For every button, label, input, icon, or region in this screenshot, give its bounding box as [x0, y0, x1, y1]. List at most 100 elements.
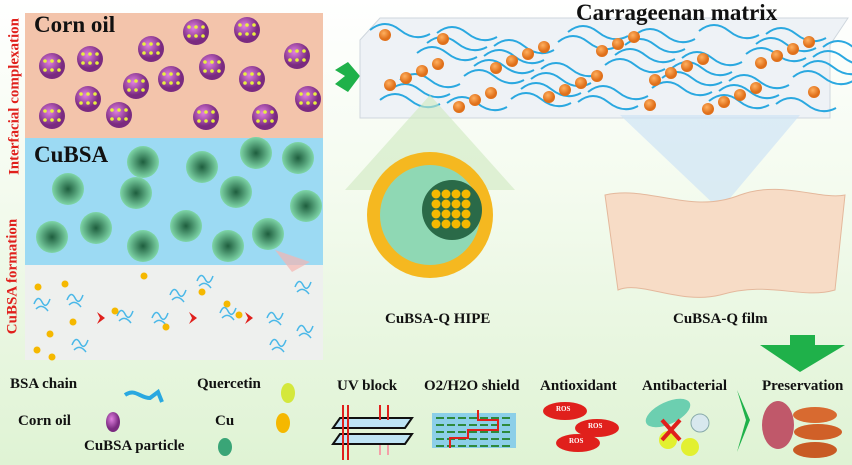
hipe-droplet-dot: [808, 86, 820, 98]
legend-bsa-chain: BSA chain: [10, 376, 78, 392]
cu-dot: [46, 330, 54, 338]
quercetin-dot: [187, 25, 191, 29]
cubsa-particle: [220, 176, 252, 208]
carrageenan-chain: [671, 61, 733, 77]
hipe-droplet-dot: [803, 36, 815, 48]
bsa-chain: [296, 324, 314, 339]
carrageenan-chain: [604, 58, 666, 74]
carrageenan-chain: [473, 59, 535, 75]
quercetin-dot: [141, 79, 145, 83]
quercetin-dot: [295, 58, 299, 62]
cu-dot: [431, 199, 441, 209]
cubsa-particle: [120, 177, 152, 209]
cubsa-label: CuBSA: [34, 142, 109, 167]
quercetin-dot: [162, 81, 166, 85]
quercetin-dot: [270, 110, 274, 114]
cu-dot: [461, 189, 471, 199]
hipe-droplet-dot: [628, 31, 640, 43]
hipe-droplet-dot: [697, 53, 709, 65]
quercetin-dot: [256, 110, 260, 114]
quercetin-dot: [204, 119, 208, 123]
quercetin-dot: [252, 23, 256, 27]
carrageenan-chain: [792, 70, 852, 86]
quercetin-dot: [57, 118, 61, 122]
carrageenan-chain: [557, 35, 619, 51]
cubsa-particle: [127, 146, 159, 178]
quercetin-dot: [263, 110, 267, 114]
matrix-title: Carrageenan matrix: [576, 0, 778, 25]
quercetin-dot: [197, 119, 201, 123]
hipe-droplet-dot: [469, 94, 481, 106]
quercetin-dot: [81, 61, 85, 65]
quercetin-dot: [204, 110, 208, 114]
side-label-formation: CuBSA formation: [4, 218, 21, 335]
cubsa-particle: [127, 230, 159, 262]
carrageenan-chain: [775, 97, 837, 113]
cu-dot: [33, 346, 41, 354]
carrageenan-chain: [369, 23, 431, 39]
quercetin-dot: [117, 117, 121, 121]
oil-droplet: [138, 36, 164, 62]
carrageenan-chain: [718, 84, 780, 100]
quercetin-dot: [57, 68, 61, 72]
oil-droplet: [183, 19, 209, 45]
quercetin-dot: [201, 25, 205, 29]
quercetin-dot: [149, 42, 153, 46]
cu-dot: [461, 199, 471, 209]
carrageenan-chain: [698, 24, 760, 40]
hipe-droplet-dot: [612, 38, 624, 50]
matrix-network: [369, 23, 852, 115]
prop-preservation: Preservation: [762, 378, 844, 394]
oil-droplets: [39, 17, 321, 130]
hipe-droplet-dot: [400, 72, 412, 84]
oil-droplet: [106, 102, 132, 128]
quercetin-dot: [245, 32, 249, 36]
hipe-droplet-dot: [379, 29, 391, 41]
quercetin-dot: [149, 51, 153, 55]
cubsa-particle-icon: [218, 438, 232, 456]
quercetin-dot: [50, 68, 54, 72]
hipe-droplet-dot: [490, 62, 502, 74]
cubsa-particle: [186, 151, 218, 183]
carrageenan-chain: [708, 94, 770, 110]
hipe-droplet: [367, 152, 493, 278]
quercetin-dot: [134, 88, 138, 92]
quercetin-dot: [43, 118, 47, 122]
cu-dot: [441, 189, 451, 199]
legend-corn-oil: Corn oil: [18, 413, 71, 429]
hipe-droplet-dot: [453, 101, 465, 113]
quercetin-dot: [201, 34, 205, 38]
cu-dot: [451, 189, 461, 199]
cu-dot: [461, 209, 471, 219]
carrageenan-chain: [463, 69, 525, 85]
film-sheet: [604, 188, 846, 298]
hipe-droplet-dot: [750, 82, 762, 94]
carrageenan-chain: [802, 60, 852, 76]
red-arrow-icon: [97, 312, 105, 324]
hipe-droplet-dot: [575, 77, 587, 89]
cu-dot: [431, 219, 441, 229]
cu-dot: [441, 199, 451, 209]
quercetin-dot: [169, 72, 173, 76]
quercetin-dot: [95, 61, 99, 65]
bsa-cu-complexes: [33, 272, 314, 361]
quercetin-dot: [250, 81, 254, 85]
hipe-droplet-dot: [485, 87, 497, 99]
quercetin-dot: [187, 34, 191, 38]
cu-dot: [111, 307, 119, 315]
quercetin-dot: [156, 51, 160, 55]
quercetin-dot: [211, 119, 215, 123]
bsa-chain: [266, 311, 284, 326]
bsa-chain: [294, 280, 312, 295]
hipe-droplet-dot: [432, 58, 444, 70]
prop-shield: O2/H2O shield: [424, 378, 520, 394]
antibacterial-icon: [645, 398, 710, 456]
quercetin-dot: [57, 109, 61, 113]
oil-droplet: [239, 66, 265, 92]
quercetin-dot: [313, 92, 317, 96]
quercetin-dot: [210, 60, 214, 64]
film-zoom-cone: [620, 115, 800, 210]
quercetin-dot: [217, 69, 221, 73]
quercetin-dot: [299, 92, 303, 96]
